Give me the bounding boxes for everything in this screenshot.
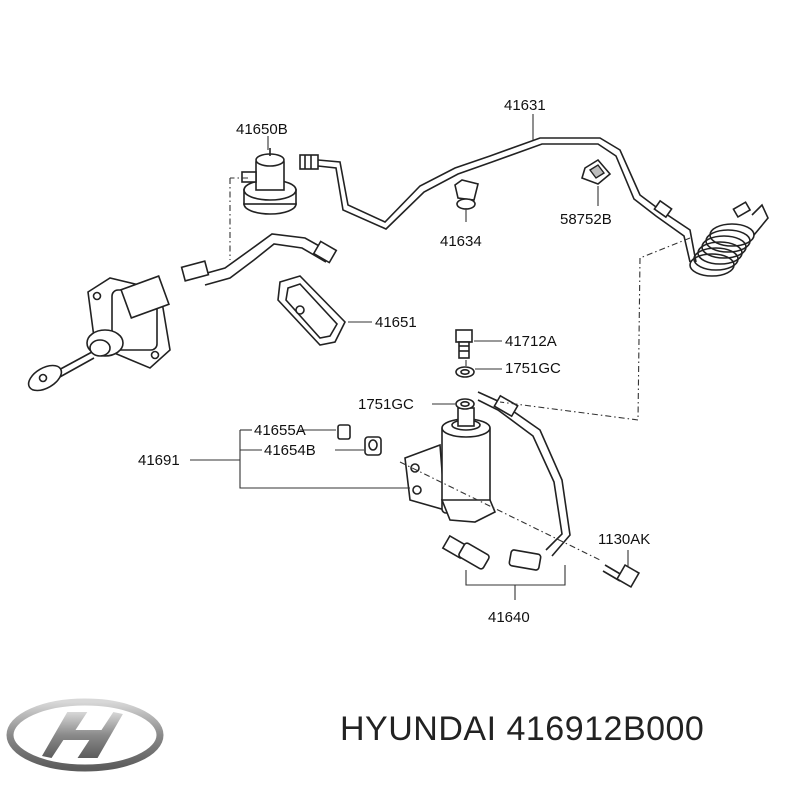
bolt-1130AK <box>602 550 641 589</box>
pipe-41631 <box>317 137 697 263</box>
label-1751GC-top: 1751GC <box>505 360 561 377</box>
label-41654B: 41654B <box>264 442 316 459</box>
clip-41634 <box>454 179 479 222</box>
gasket-41651 <box>277 275 372 346</box>
master-cylinder <box>27 275 171 392</box>
label-41712A: 41712A <box>505 333 557 350</box>
brand-name: HYUNDAI <box>340 710 497 748</box>
label-41640: 41640 <box>488 609 530 626</box>
label-41631: 41631 <box>504 97 546 114</box>
part-caption: HYUNDAI 416912B000 <box>340 710 704 749</box>
slave-cylinder <box>404 407 497 523</box>
part-number: 416912B000 <box>506 710 705 748</box>
label-1751GC-bottom: 1751GC <box>358 396 414 413</box>
pipe-coil <box>689 201 769 277</box>
bracket-41691-leader <box>239 430 410 489</box>
guide-lines <box>229 177 691 561</box>
bolt-41712A <box>455 329 502 359</box>
label-41650B: 41650B <box>236 121 288 138</box>
clip-58752B <box>581 158 612 206</box>
label-41655A: 41655A <box>254 422 306 439</box>
washer-1751GC-bottom <box>432 398 475 410</box>
hose-slave <box>477 391 571 571</box>
hose-reservoir <box>180 233 338 286</box>
hyundai-logo-icon <box>6 698 164 772</box>
pipe-nut-left <box>299 154 319 170</box>
label-41691: 41691 <box>138 452 180 469</box>
reservoir-41650B <box>241 148 297 215</box>
label-1130AK: 1130AK <box>598 531 650 548</box>
washer-1751GC-top <box>455 366 502 378</box>
pipe-nut-mid <box>653 199 673 219</box>
fitting-41640 <box>441 534 566 600</box>
bushing-41655A <box>300 424 351 440</box>
label-41634: 41634 <box>440 233 482 250</box>
bushing-41654B <box>335 436 382 456</box>
label-41651: 41651 <box>375 314 417 331</box>
label-58752B: 58752B <box>560 211 612 228</box>
